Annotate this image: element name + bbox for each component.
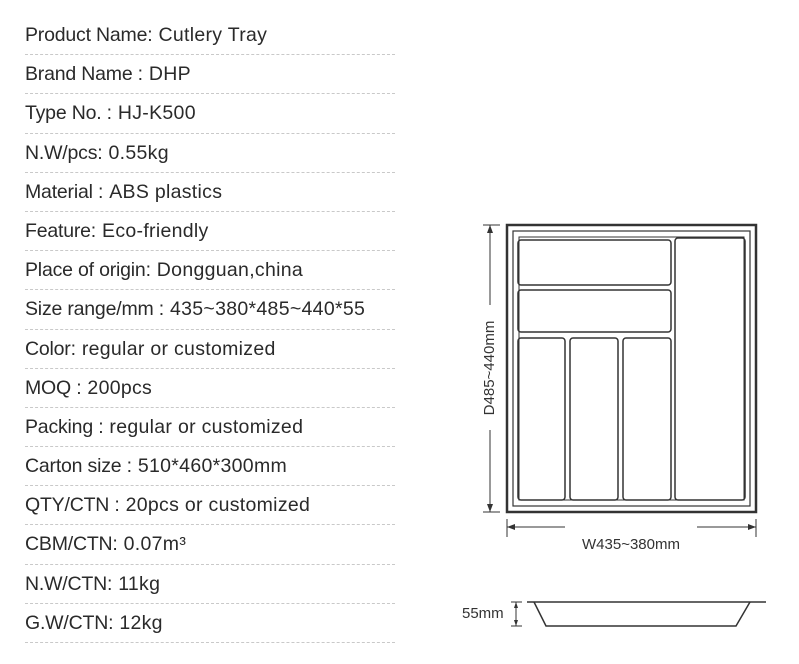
spec-label: MOQ : (25, 376, 82, 399)
spec-row: Color:regular or customized (25, 331, 395, 370)
spec-row: CBM/CTN:0.07m³ (25, 526, 395, 565)
tray-compartment (674, 237, 746, 501)
spec-value: HJ-K500 (117, 102, 196, 125)
spec-label: Product Name: (25, 24, 153, 46)
spec-label: Material : (25, 180, 104, 203)
spec-label: G.W/CTN: (25, 611, 114, 634)
spec-row: QTY/CTN :20pcs or customized (25, 487, 395, 526)
tray-inner-frame (512, 230, 751, 507)
spec-value: 12kg (119, 611, 163, 634)
spec-row: N.W/pcs:0.55kg (25, 135, 395, 174)
spec-label: Feature: (25, 219, 97, 242)
tray-compartment (569, 337, 619, 501)
spec-value: 0.07m³ (123, 533, 187, 556)
spec-value: DHP (148, 63, 191, 86)
tray-compartment (517, 337, 566, 501)
spec-label: QTY/CTN : (25, 494, 120, 517)
spec-row: Feature:Eco-friendly (25, 213, 395, 252)
tray-top-view (505, 223, 758, 514)
spec-value: Cutlery Tray (158, 24, 268, 46)
width-label: W435~380mm (582, 536, 680, 553)
spec-row: Material :ABS plastics (25, 174, 395, 213)
cutlery-tray-drawing: D485~440mm W435~380mm 55mm (462, 223, 766, 627)
spec-label: Size range/mm : (25, 298, 164, 321)
spec-label: Brand Name : (25, 63, 143, 86)
spec-label: Carton size : (25, 455, 132, 478)
spec-row: Brand Name :DHP (25, 56, 395, 95)
spec-value: 11kg (118, 572, 161, 595)
spec-label: N.W/pcs: (25, 141, 103, 164)
spec-value: regular or customized (81, 337, 276, 360)
tray-compartment (517, 239, 672, 286)
tray-side-profile (527, 601, 766, 627)
spec-label: Place of origin: (25, 259, 151, 282)
spec-row: Packing :regular or customized (25, 409, 395, 448)
spec-label: CBM/CTN: (25, 533, 118, 556)
spec-value: Eco-friendly (102, 219, 209, 242)
spec-value: 0.55kg (108, 141, 169, 164)
spec-label: Color: (25, 337, 76, 360)
spec-row: Type No. :HJ-K500 (25, 95, 395, 134)
spec-row: MOQ :200pcs (25, 370, 395, 409)
spec-row: G.W/CTN:12kg (25, 605, 395, 644)
spec-list: Product Name:Cutlery Tray Brand Name :DH… (25, 17, 395, 644)
spec-row: N.W/CTN:11kg (25, 566, 395, 605)
spec-value: 510*460*300mm (137, 455, 288, 478)
tray-compartment (517, 289, 672, 333)
spec-row: Place of origin:Dongguan,china (25, 252, 395, 291)
spec-value: 20pcs or customized (125, 494, 311, 517)
height-dimension (511, 601, 522, 627)
tray-compartment (622, 337, 672, 501)
spec-label: Type No. : (25, 102, 112, 125)
spec-row: Product Name:Cutlery Tray (25, 17, 395, 56)
spec-label: N.W/CTN: (25, 572, 113, 595)
spec-value: regular or customized (109, 415, 304, 438)
tray-inner-rim (518, 236, 745, 501)
spec-value: 435~380*485~440*55 (169, 298, 366, 321)
height-label: 55mm (462, 605, 504, 622)
spec-value: ABS plastics (109, 180, 223, 203)
spec-row: Carton size :510*460*300mm (25, 448, 395, 487)
depth-label: D485~440mm (481, 321, 498, 416)
spec-label: Packing : (25, 415, 104, 438)
spec-value: 200pcs (87, 376, 153, 399)
spec-row: Size range/mm :435~380*485~440*55 (25, 291, 395, 330)
spec-value: Dongguan,china (156, 259, 304, 282)
tray-outer-frame (505, 223, 758, 514)
